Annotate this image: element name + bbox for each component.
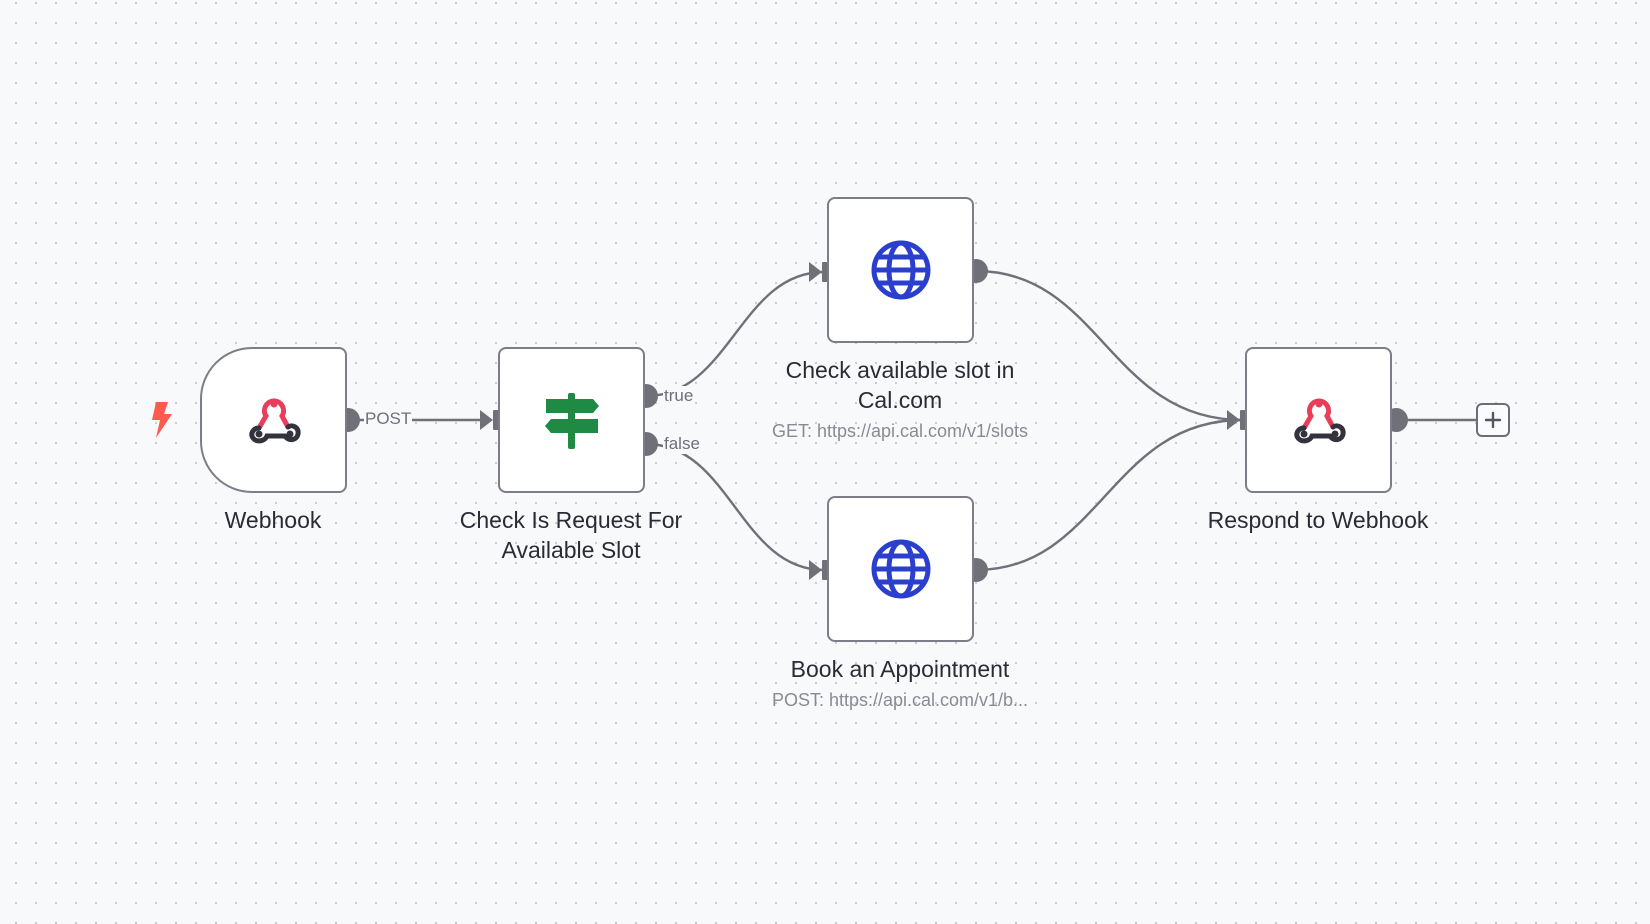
edge-label-post: POST	[364, 409, 413, 429]
edge-label-false: false	[663, 434, 701, 454]
node-check-is-request[interactable]	[498, 347, 645, 493]
node-check-available-slot[interactable]	[827, 197, 974, 343]
node-webhook[interactable]	[200, 347, 347, 493]
webhook-icon	[1293, 398, 1346, 444]
trigger-bolt-icon	[152, 402, 172, 438]
arrowhead-respond-input	[1227, 410, 1240, 430]
node-respond-to-webhook[interactable]	[1245, 347, 1392, 493]
webhook-icon	[248, 398, 301, 444]
arrowhead-book-input	[809, 560, 822, 580]
node-respond-to-webhook-label: Respond to Webhook	[1207, 507, 1429, 533]
connection-check-slot-to-respond[interactable]	[975, 269, 1243, 422]
arrowhead-if-input	[480, 410, 493, 430]
node-book-appointment[interactable]	[827, 496, 974, 642]
add-node-button[interactable]	[1476, 403, 1510, 437]
node-check-is-request-label: Check Is Request For Available Slot	[459, 507, 683, 563]
plus-icon	[1484, 411, 1502, 429]
edge-label-true: true	[663, 386, 695, 406]
globe-icon	[871, 240, 930, 300]
node-check-available-slot-subtitle: GET: https://api.cal.com/v1/slots	[771, 421, 1029, 441]
connection-book-to-respond[interactable]	[975, 418, 1243, 572]
node-book-appointment-label: Book an Appointment	[790, 656, 1010, 682]
signpost-icon	[544, 393, 599, 449]
arrowhead-check-slot-input	[809, 262, 822, 282]
node-check-available-slot-label: Check available slot in Cal.com	[785, 357, 1015, 413]
node-book-appointment-subtitle: POST: https://api.cal.com/v1/b...	[771, 690, 1029, 710]
globe-icon	[871, 539, 930, 599]
node-webhook-label: Webhook	[224, 507, 322, 533]
